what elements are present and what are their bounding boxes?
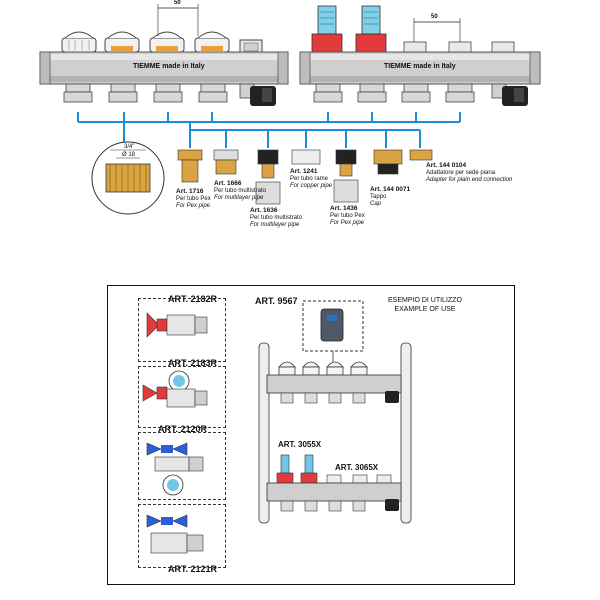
accessory-1436-desc-en: For Pex pipe (330, 220, 365, 226)
right-brand-label: TIEMME made in Italy (384, 63, 456, 70)
fitting-thread-label: 3/4" (124, 144, 135, 150)
art-2120r-label: ART. 2120R (158, 424, 208, 434)
right-manifold (299, 5, 541, 106)
right-brand-name: TIEMME (384, 63, 412, 70)
accessory-1666-desc-en: For multilayer pipe (214, 195, 264, 201)
accessory-icons (177, 149, 433, 205)
left-manifold-outlets (63, 83, 228, 103)
left-manifold (39, 4, 289, 106)
connection-lines (77, 112, 461, 148)
accessory-1716-desc-en: For Pex pipe (176, 203, 211, 209)
accessory-1716-desc: Per tubo Pex (176, 196, 211, 202)
art-2183r-label: ART. 2183R (168, 358, 218, 368)
right-drain-valve (491, 83, 528, 106)
fitting-diameter-label: Ø 18 (122, 152, 136, 158)
art-2182r-label: ART. 2182R (168, 294, 218, 304)
valve-2182r (146, 312, 208, 338)
accessory-1636-desc-en: For multilayer pipe (250, 222, 300, 228)
accessory-1241-desc: Per tubo rame (290, 176, 329, 182)
accessory-1440104-desc: Adattatore per sede piana (426, 170, 496, 176)
valve-box-2183r (138, 366, 226, 428)
left-brand-label: TIEMME made in Italy (133, 63, 205, 70)
accessory-1440104-art: Art. 144 0104 (426, 162, 467, 169)
accessory-1440071: Art. 144 0071 Tappo Cap (370, 186, 410, 208)
accessory-1436-art: Art. 1436 (330, 205, 358, 212)
valve-box-2120r (138, 432, 226, 500)
top-diagram (39, 4, 541, 215)
left-drain-valve (239, 83, 276, 106)
actuator-9567 (320, 308, 344, 342)
art-9567-label: ART. 9567 (255, 296, 298, 306)
accessory-1440104: Art. 144 0104 Adattatore per sede piana … (426, 162, 512, 184)
valve-box-2182r (138, 298, 226, 362)
art-3065x-label: ART. 3065X (335, 463, 379, 472)
valve-2183r (142, 370, 208, 408)
example-heading-it: ESEMPIO DI UTILIZZO (388, 297, 462, 304)
accessory-1440104-desc-en: Adapter for plain end connection (426, 177, 513, 183)
example-lower-manifold (266, 454, 402, 512)
accessory-1666: Art. 1666 Per tubo multistrato For multi… (214, 180, 266, 202)
accessory-1716-art: Art. 1716 (176, 188, 204, 195)
right-flow-meters (311, 5, 387, 53)
left-brand-name: TIEMME (133, 63, 161, 70)
accessory-1440071-desc-en: Cap (370, 201, 382, 207)
accessory-1636-art: Art. 1636 (250, 207, 278, 214)
example-heading: ESEMPIO DI UTILIZZO EXAMPLE OF USE (388, 296, 462, 314)
accessory-1241: Art. 1241 Per tubo rame For copper pipe (290, 168, 332, 190)
left-made-in: made in Italy (162, 63, 205, 70)
accessory-1636: Art. 1636 Per tubo multistrato For multi… (250, 207, 302, 229)
dimension-left-label: 50 (174, 0, 181, 6)
accessory-1440071-desc: Tappo (370, 194, 387, 200)
accessory-1716: Art. 1716 Per tubo Pex For Pex pipe (176, 188, 211, 210)
art-3055x-label: ART. 3055X (278, 440, 322, 449)
accessory-1636-desc: Per tubo multistrato (250, 215, 303, 221)
accessory-1436: Art. 1436 Per tubo Pex For Pex pipe (330, 205, 365, 227)
mounting-brackets (258, 342, 412, 524)
right-made-in: made in Italy (413, 63, 456, 70)
accessory-1440071-art: Art. 144 0071 (370, 186, 411, 193)
valve-2120r (146, 442, 204, 496)
accessory-1241-art: Art. 1241 (290, 168, 318, 175)
dimension-right-label: 50 (431, 14, 438, 20)
accessory-1666-art: Art. 1666 (214, 180, 242, 187)
valve-2121r (146, 514, 204, 554)
art-2121r-label: ART. 2121R (168, 564, 218, 574)
example-heading-en: EXAMPLE OF USE (394, 306, 456, 313)
example-upper-manifold (266, 361, 402, 404)
accessory-1436-desc: Per tubo Pex (330, 213, 365, 219)
lower-diagram (142, 300, 412, 554)
left-manifold-caps (61, 31, 263, 55)
valve-box-2121r (138, 504, 226, 568)
fitting-detail (91, 141, 165, 215)
accessory-1666-desc: Per tubo multistrato (214, 188, 267, 194)
accessory-1241-desc-en: For copper pipe (290, 183, 333, 189)
